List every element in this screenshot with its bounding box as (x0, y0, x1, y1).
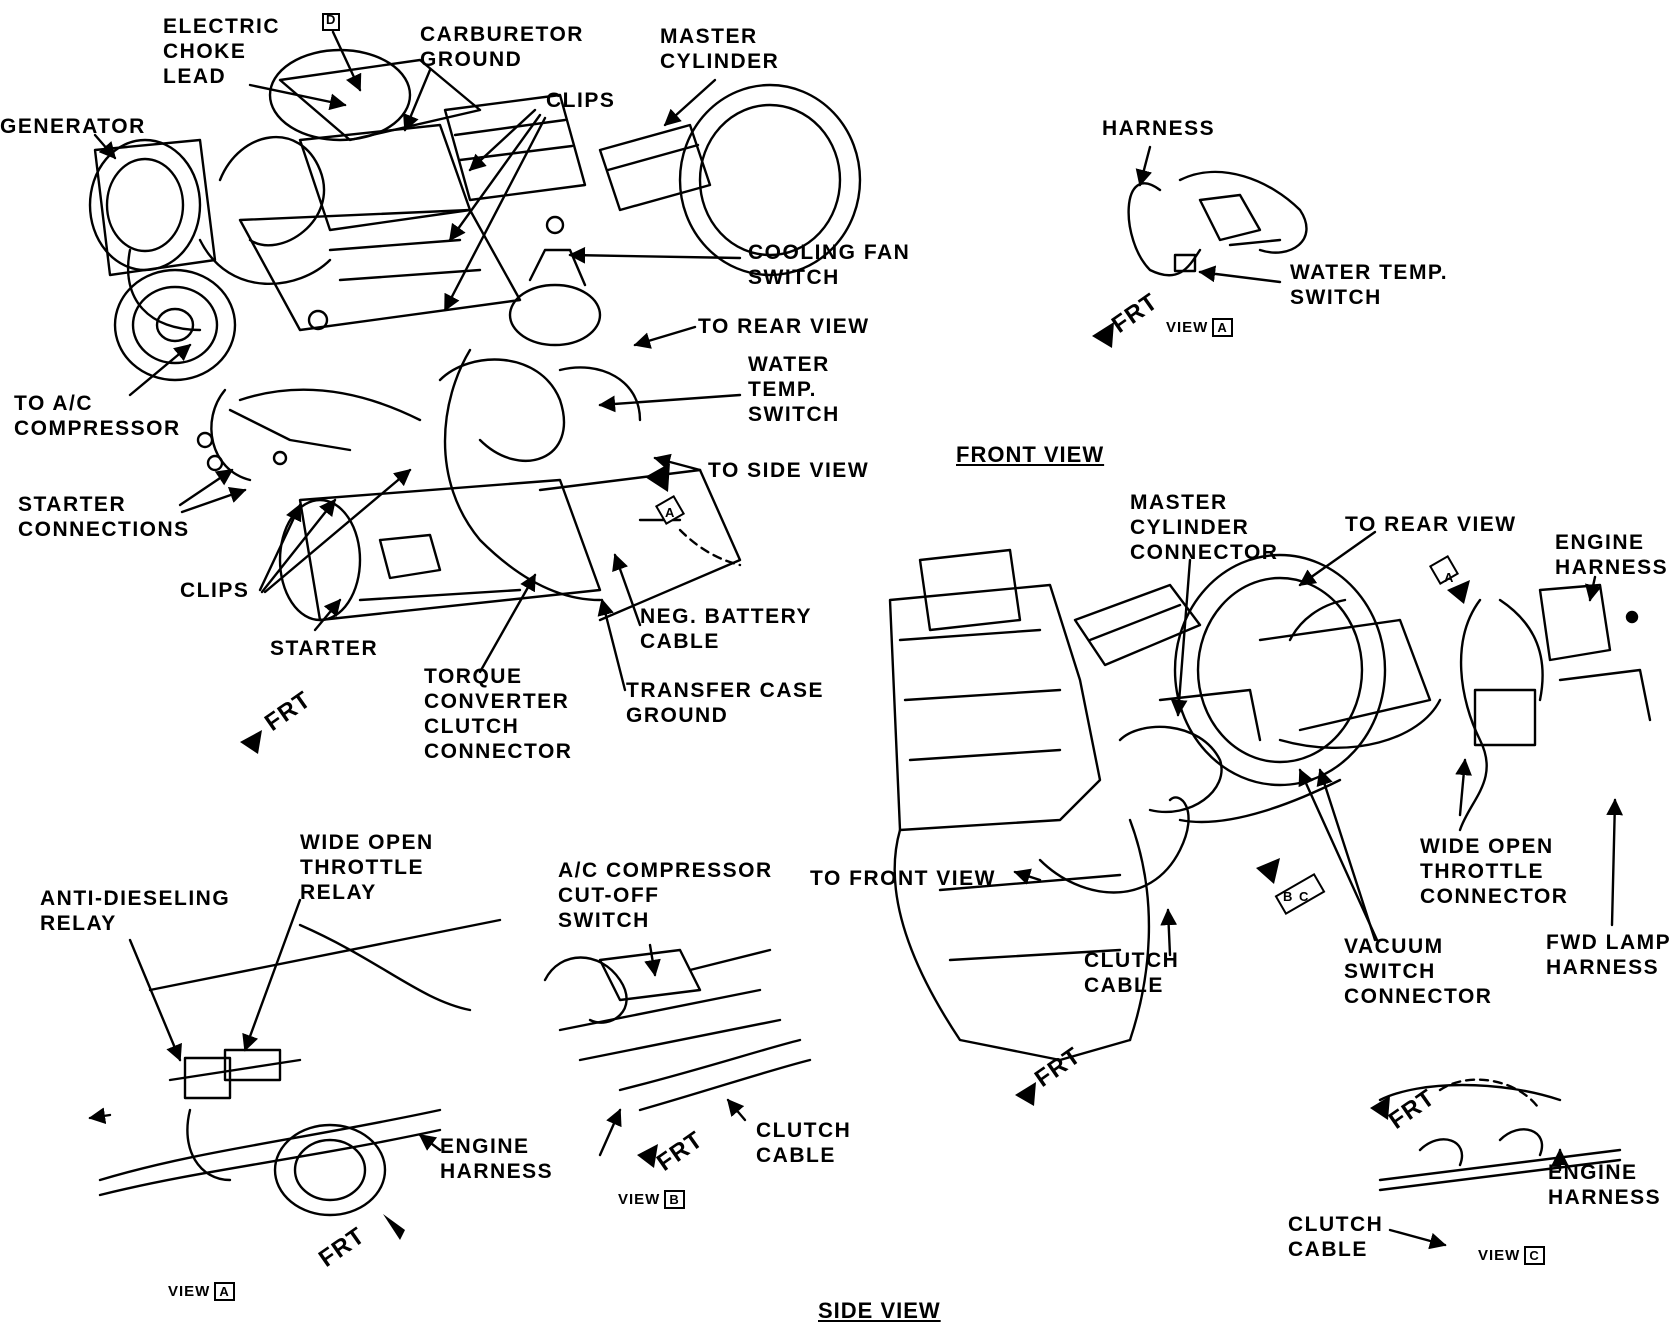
label-fwd-lamp-harness: FWD LAMP HARNESS (1546, 931, 1672, 979)
side-view-c-drawing (1378, 1078, 1622, 1250)
label-transfer-case-ground: TRANSFER CASE GROUND (626, 679, 825, 727)
side-view-a-drawing (88, 898, 502, 1217)
label-to-front-view: TO FRONT VIEW (810, 867, 996, 890)
view-text: VIEW (1478, 1247, 1521, 1264)
label-electric-choke-lead: ELECTRIC CHOKE LEAD (163, 15, 280, 88)
view-letter: C (1524, 1246, 1545, 1265)
label-water-temp-switch: WATER TEMP. SWITCH (748, 353, 840, 426)
front-leaders (93, 30, 742, 692)
view-letter: A (1212, 318, 1233, 337)
view-letter: B (664, 1190, 685, 1209)
front-engine-drawing (88, 48, 862, 622)
front-view-title: FRONT VIEW (956, 442, 1105, 467)
label-engine-harness-view-a: ENGINE HARNESS (440, 1135, 554, 1183)
side-leaders (1013, 530, 1624, 957)
label-starter: STARTER (270, 637, 379, 660)
marker-a: A (665, 505, 676, 520)
label-starter-connections: STARTER CONNECTIONS (18, 493, 190, 541)
label-ac-compressor-cutoff-switch: A/C COMPRESSOR CUT-OFF SWITCH (558, 859, 773, 932)
label-clips-top: CLIPS (546, 89, 616, 112)
view-text: VIEW (168, 1283, 211, 1300)
label-engine-harness-side: ENGINE HARNESS (1555, 531, 1669, 579)
label-wide-open-throttle-connector: WIDE OPEN THROTTLE CONNECTOR (1420, 835, 1569, 908)
label-engine-harness-view-c: ENGINE HARNESS (1548, 1161, 1662, 1209)
label-generator: GENERATOR (0, 115, 146, 138)
label-to-rear-view: TO REAR VIEW (698, 315, 870, 338)
view-letter: A (214, 1282, 235, 1301)
label-torque-converter-clutch-connector: TORQUE CONVERTER CLUTCH CONNECTOR (424, 665, 573, 763)
label-cooling-fan-switch: COOLING FAN SWITCH (748, 241, 911, 289)
label-master-cylinder-connector: MASTER CYLINDER CONNECTOR (1130, 491, 1279, 564)
label-clips-bottom: CLIPS (180, 579, 250, 602)
marker-bc: B C (1283, 889, 1310, 904)
label-clutch-cable-view-b: CLUTCH CABLE (756, 1119, 852, 1167)
label-clutch-cable-view-c: CLUTCH CABLE (1288, 1213, 1384, 1261)
label-carburetor-ground: CARBURETOR GROUND (420, 23, 584, 71)
label-harness: HARNESS (1102, 117, 1216, 140)
label-vacuum-switch-connector: VACUUM SWITCH CONNECTOR (1344, 935, 1493, 1008)
marker-d: D (326, 12, 337, 27)
label-master-cylinder: MASTER CYLINDER (660, 25, 780, 73)
side-view-b-drawing (543, 943, 812, 1157)
view-text: VIEW (618, 1191, 661, 1208)
label-to-ac-compressor: TO A/C COMPRESSOR (14, 392, 181, 440)
label-clutch-cable-side: CLUTCH CABLE (1084, 949, 1180, 997)
marker-a-side: A (1444, 570, 1455, 585)
arrow-icon (240, 322, 1470, 1240)
side-view-title: SIDE VIEW (818, 1298, 941, 1323)
label-water-temp-switch-inset: WATER TEMP. SWITCH (1290, 261, 1449, 309)
label-neg-battery-cable: NEG. BATTERY CABLE (640, 605, 813, 653)
label-to-side-view: TO SIDE VIEW (708, 459, 870, 482)
front-view-a-drawing (1127, 145, 1308, 284)
label-anti-dieseling-relay: ANTI-DIESELING RELAY (40, 887, 231, 935)
side-engine-drawing (888, 548, 1652, 1062)
label-wide-open-throttle-relay: WIDE OPEN THROTTLE RELAY (300, 831, 434, 904)
view-text: VIEW (1166, 319, 1209, 336)
label-to-rear-view-side: TO REAR VIEW (1345, 513, 1517, 536)
